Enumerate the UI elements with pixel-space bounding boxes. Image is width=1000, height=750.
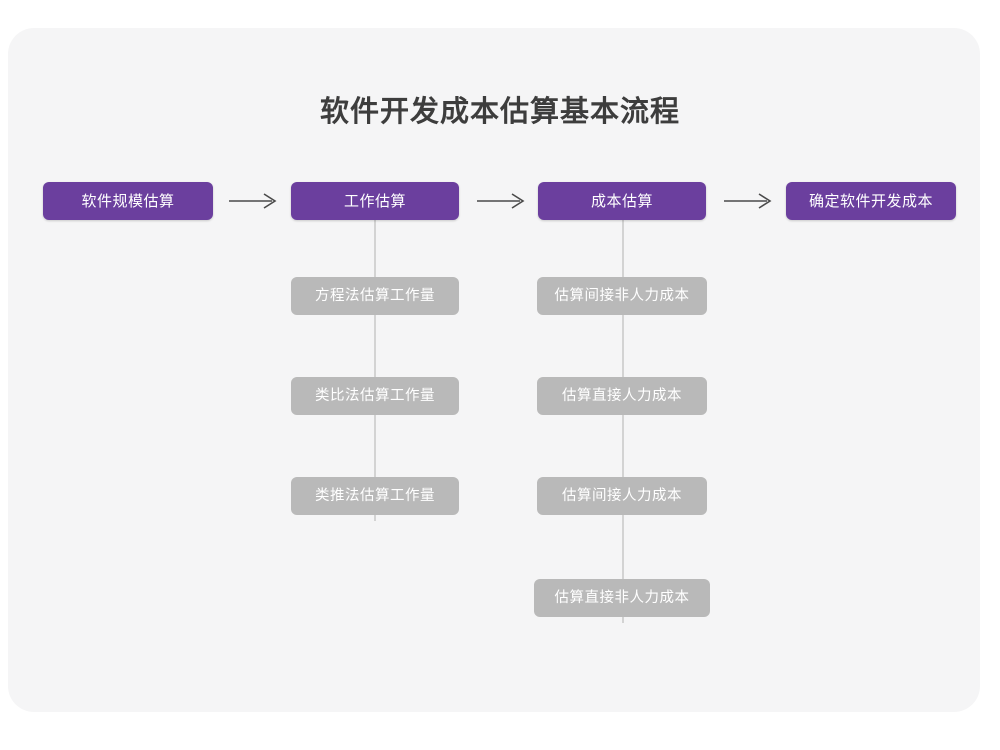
branch-item-label: 方程法估算工作量 [315, 287, 435, 304]
branch-1-item-2[interactable]: 类比法估算工作量 [291, 377, 459, 415]
branch-item-label: 估算直接人力成本 [562, 387, 682, 404]
branch-1-item-3[interactable]: 类推法估算工作量 [291, 477, 459, 515]
branch-item-label: 类推法估算工作量 [315, 487, 435, 504]
step-box-3[interactable]: 成本估算 [538, 182, 706, 220]
step-box-1[interactable]: 软件规模估算 [43, 182, 213, 220]
arrow-right-2 [476, 189, 528, 213]
step-label: 确定软件开发成本 [808, 192, 933, 210]
branch-item-label: 估算直接非人力成本 [554, 589, 690, 606]
branch-1-item-1[interactable]: 方程法估算工作量 [291, 277, 459, 315]
branch-2-item-4[interactable]: 估算直接非人力成本 [534, 579, 710, 617]
branch-item-label: 类比法估算工作量 [315, 387, 435, 404]
connector-line-work [374, 219, 376, 521]
content-card [8, 28, 980, 712]
branch-2-item-2[interactable]: 估算直接人力成本 [537, 377, 707, 415]
step-box-4[interactable]: 确定软件开发成本 [786, 182, 956, 220]
arrow-right-1 [228, 189, 280, 213]
connector-line-cost [622, 219, 624, 623]
step-label: 工作估算 [343, 192, 406, 210]
page-title: 软件开发成本估算基本流程 [319, 96, 680, 128]
branch-2-item-3[interactable]: 估算间接人力成本 [537, 477, 707, 515]
step-label: 成本估算 [590, 192, 653, 210]
branch-item-label: 估算间接非人力成本 [554, 287, 690, 304]
step-box-2[interactable]: 工作估算 [291, 182, 459, 220]
branch-item-label: 估算间接人力成本 [562, 487, 682, 504]
branch-2-item-1[interactable]: 估算间接非人力成本 [537, 277, 707, 315]
arrow-right-3 [723, 189, 775, 213]
step-label: 软件规模估算 [81, 192, 175, 210]
